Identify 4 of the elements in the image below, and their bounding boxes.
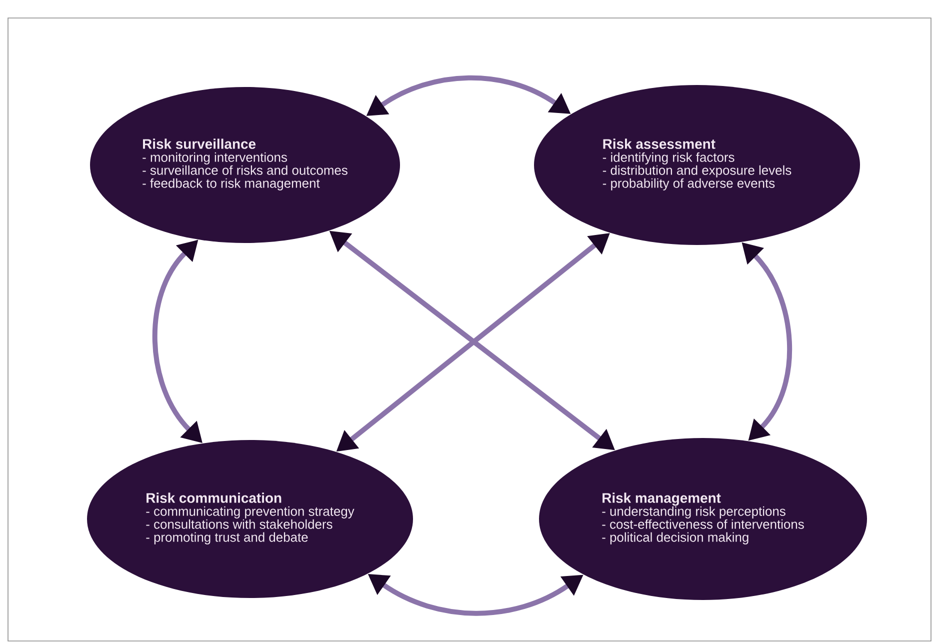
ellipse-node: Risk assessment - identifying risk factors - distribution and exposure levels - probability of adverse events: [534, 85, 860, 245]
ellipse-node: Risk management - understanding risk perceptions - cost-effectiveness of interventions - political decision making: [539, 438, 867, 600]
ellipse-node: Risk communication - communicating prevention strategy - consultations with stakeholders - promoting trust and debate: [87, 440, 413, 598]
ellipse-node: Risk surveillance - monitoring interventions - surveillance of risks and outcomes - feedback to risk management: [90, 87, 400, 243]
